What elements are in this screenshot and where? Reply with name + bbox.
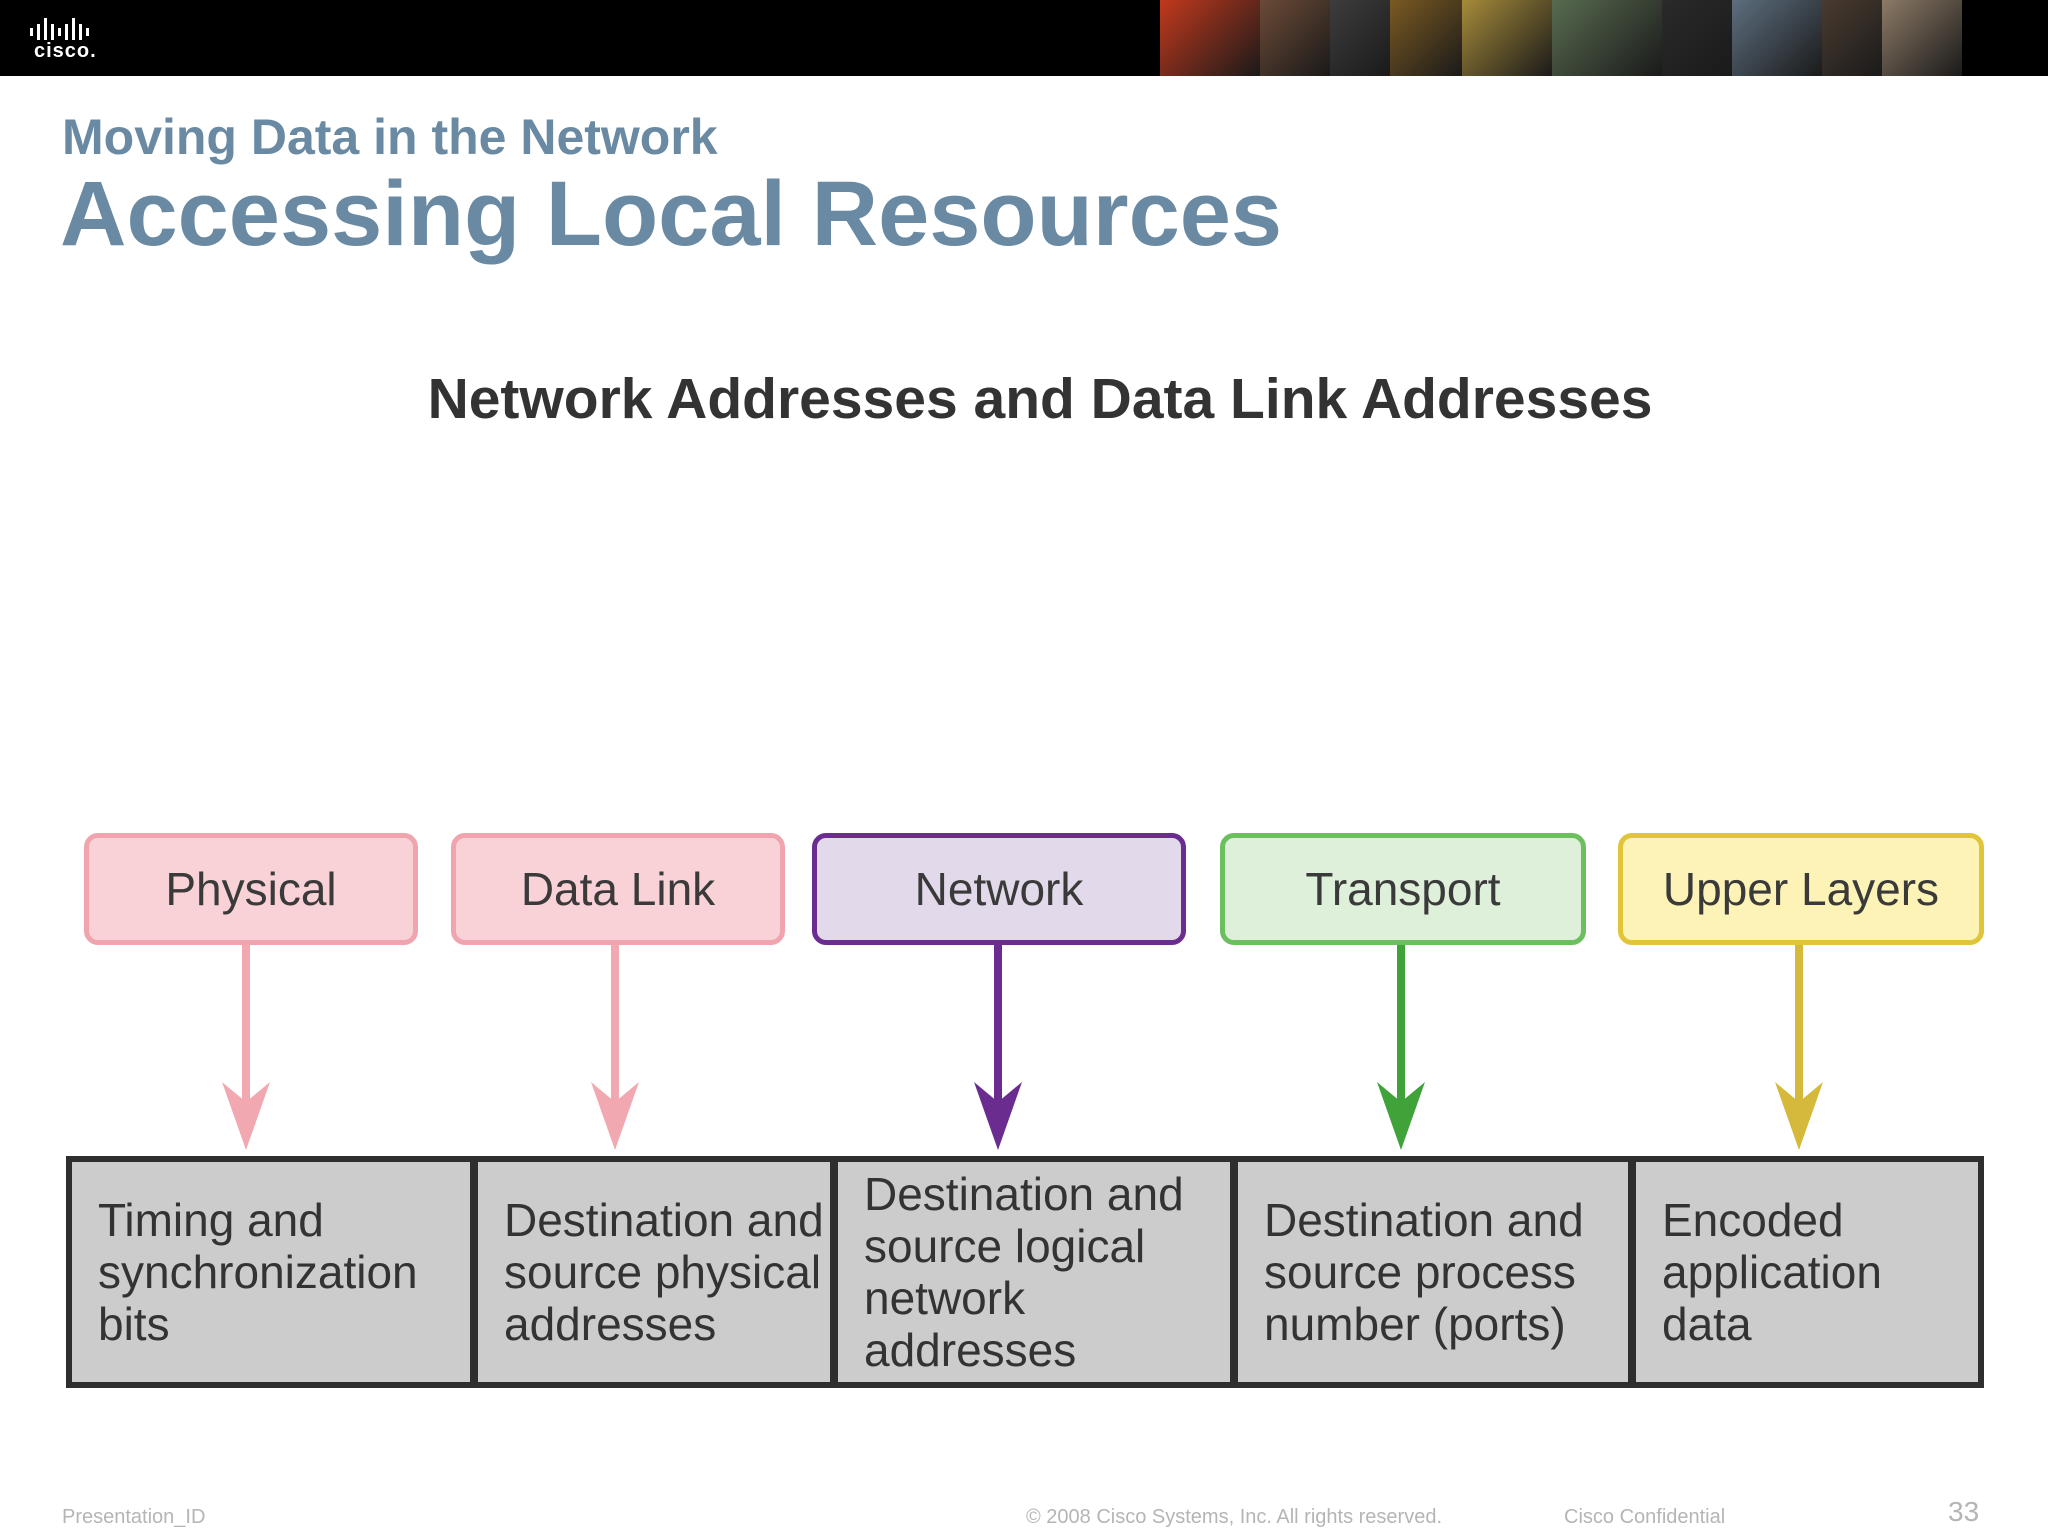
arrow-head-icon xyxy=(974,1082,1022,1150)
arrow-head-icon xyxy=(222,1082,270,1150)
table-cell: Timing and synchronization bits xyxy=(98,1194,418,1350)
diagram-title: Network Addresses and Data Link Addresse… xyxy=(427,367,1653,431)
layer-box: Transport xyxy=(1220,833,1586,945)
header-photo xyxy=(1390,0,1462,76)
arrow-head-icon xyxy=(1377,1082,1425,1150)
header-photo xyxy=(1662,0,1732,76)
header-photo xyxy=(1882,0,1962,76)
table-divider xyxy=(1230,1162,1238,1382)
slide-title: Accessing Local Resources xyxy=(60,163,1283,265)
header-photo xyxy=(1552,0,1662,76)
arrow-head-icon xyxy=(1775,1082,1823,1150)
header-photo xyxy=(1330,0,1390,76)
cisco-logo-icon xyxy=(30,18,89,40)
layer-box: Network xyxy=(812,833,1186,945)
header-photo xyxy=(1732,0,1822,76)
arrow-head-icon xyxy=(591,1082,639,1150)
header-photo-strip xyxy=(1160,0,2048,76)
table-cell: Destination and source physical addresse… xyxy=(504,1194,824,1350)
table-divider xyxy=(1628,1162,1636,1382)
address-table: Timing and synchronization bits Destinat… xyxy=(66,1156,1984,1388)
footer-copyright: © 2008 Cisco Systems, Inc. All rights re… xyxy=(1026,1506,1443,1528)
layer-box: Upper Layers xyxy=(1618,833,1984,945)
header-photo xyxy=(1822,0,1882,76)
table-divider xyxy=(470,1162,478,1382)
page-number: 33 xyxy=(1948,1496,1980,1527)
slide-subtitle: Moving Data in the Network xyxy=(62,109,718,165)
table-divider xyxy=(830,1162,838,1382)
footer-presentation-id: Presentation_ID xyxy=(62,1506,206,1528)
table-cell: Destination and source logical network a… xyxy=(864,1168,1184,1376)
table-cell: Destination and source process number (p… xyxy=(1264,1194,1584,1350)
header-photo xyxy=(1462,0,1552,76)
layer-box: Data Link xyxy=(451,833,785,945)
footer-confidential: Cisco Confidential xyxy=(1564,1506,1726,1528)
logo-wordmark: cisco. xyxy=(34,40,97,62)
header-photo xyxy=(1160,0,1260,76)
header-bar: cisco. xyxy=(0,0,2048,76)
header-photo xyxy=(1260,0,1330,76)
table-cell: Encoded application data xyxy=(1662,1194,1882,1350)
layer-box: Physical xyxy=(84,833,418,945)
